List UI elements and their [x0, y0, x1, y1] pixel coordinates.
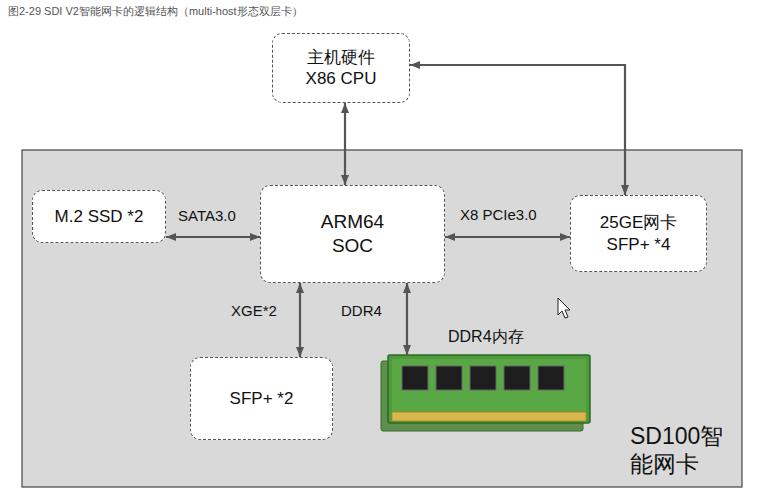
node-label: 主机硬件 X86 CPU [299, 47, 383, 90]
nic-box: 25GE网卡 SFP+ *4 [570, 195, 707, 272]
node-label: SD100智能网卡 [630, 422, 724, 480]
node-label: DDR4内存 [448, 327, 548, 347]
mouse-cursor [558, 298, 570, 318]
node-label: ARM64 SOC [316, 210, 390, 258]
connector [410, 65, 625, 195]
sfp-box: SFP+ *2 [190, 357, 333, 440]
connector [299, 283, 301, 357]
edge-label: XGE*2 [231, 302, 277, 319]
node-label: 25GE网卡 SFP+ *4 [591, 212, 687, 255]
connector [406, 283, 408, 355]
ram-illustration [381, 355, 590, 431]
node-label: M.2 SSD *2 [44, 206, 154, 227]
soc-box: ARM64 SOC [260, 185, 445, 283]
figure-title: 图2-29 SDI V2智能网卡的逻辑结构（multi-host形态双层卡） [8, 4, 303, 19]
card-panel-fill [22, 150, 742, 487]
host-box: 主机硬件 X86 CPU [272, 33, 410, 103]
connector [344, 103, 346, 185]
connector [166, 236, 260, 238]
edge-label: DDR4 [341, 302, 382, 319]
ssd-box: M.2 SSD *2 [32, 190, 166, 243]
card-panel: M.2 SSD *2 ARM64 SOC 25GE网卡 SFP+ *4 SFP+ *2… [22, 150, 742, 487]
node-label: SFP+ *2 [217, 388, 307, 409]
edge-label: SATA3.0 [178, 207, 236, 224]
connector [445, 236, 570, 238]
edge-label: X8 PCIe3.0 [460, 206, 537, 223]
ram-module: DDR4内存 [380, 355, 592, 433]
